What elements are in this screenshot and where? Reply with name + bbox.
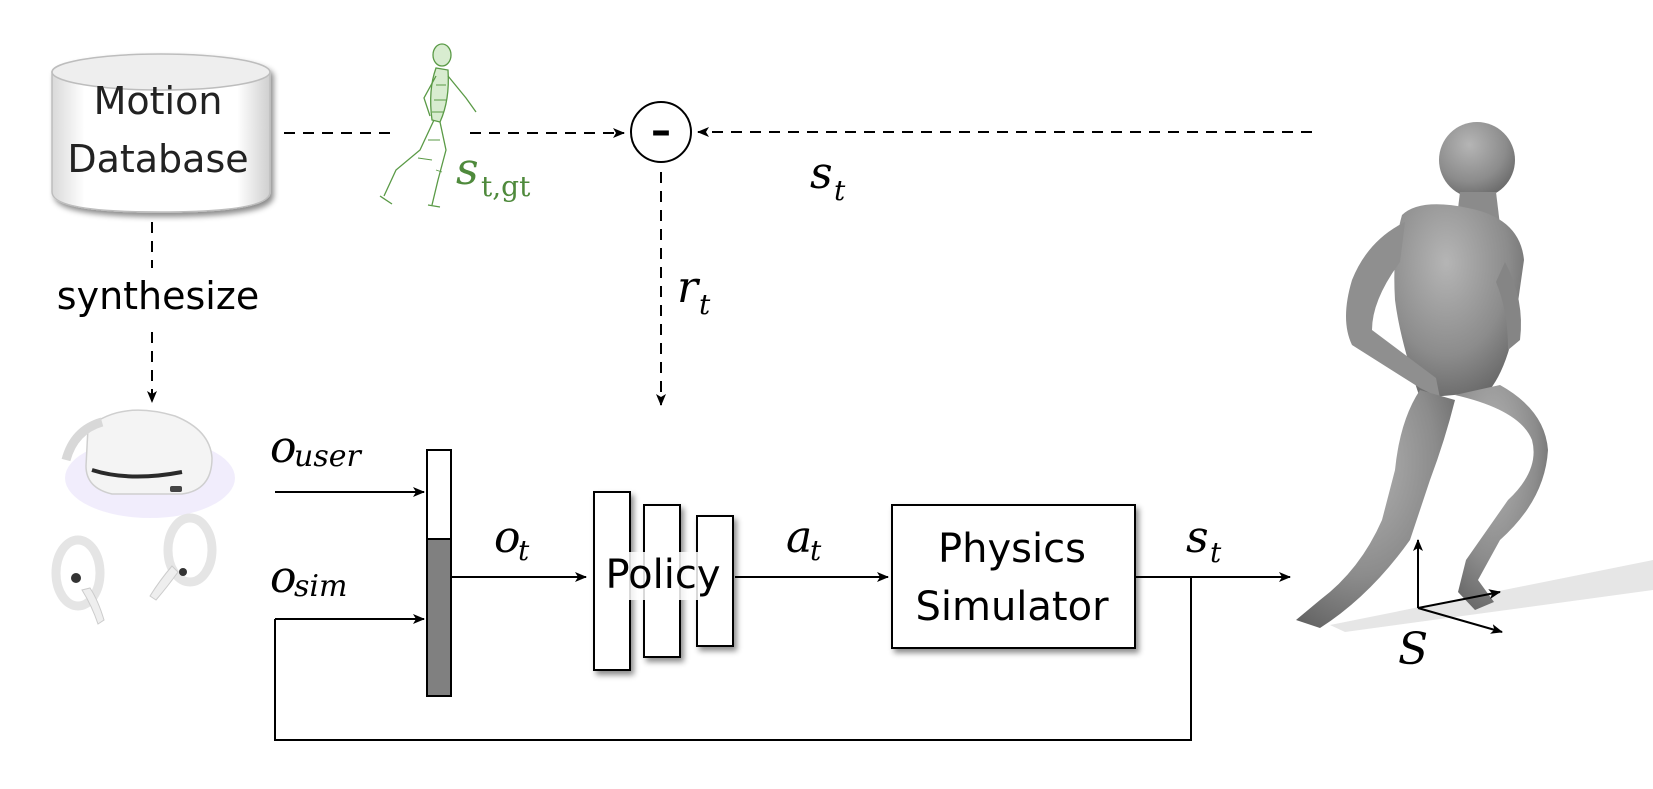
svg-text:user: user xyxy=(294,439,362,474)
simulated-humanoid-figure xyxy=(1296,122,1653,632)
svg-text:t: t xyxy=(699,288,711,321)
user-observation-label: o user xyxy=(270,422,362,474)
svg-text:t: t xyxy=(834,174,846,207)
database-label-line1: Motion xyxy=(94,79,223,123)
svg-text:r: r xyxy=(677,262,701,313)
state-feedback-label: s t xyxy=(810,148,846,207)
database-label-line2: Database xyxy=(67,137,248,181)
frame-label: S xyxy=(1398,624,1428,675)
svg-text:t: t xyxy=(1210,536,1222,569)
svg-text:t: t xyxy=(810,534,822,567)
svg-text:sim: sim xyxy=(294,569,347,604)
svg-text:s: s xyxy=(1186,512,1209,563)
vr-controllers-icon xyxy=(51,513,217,625)
svg-text:o: o xyxy=(494,512,521,563)
motion-database-icon xyxy=(51,53,271,213)
state-output-label: s t xyxy=(1186,512,1222,569)
difference-node xyxy=(630,101,692,163)
svg-text:a: a xyxy=(786,512,812,563)
gt-state-label: s t,gt xyxy=(456,144,531,203)
svg-text:s: s xyxy=(810,148,833,199)
simulator-label-line2: Simulator xyxy=(915,584,1109,630)
action-label: a t xyxy=(786,512,822,567)
policy-label: Policy xyxy=(605,552,720,598)
observation-label: o t xyxy=(494,512,530,567)
vr-headset-icon xyxy=(61,409,235,518)
simulation-feedback-loop xyxy=(274,577,1192,741)
observation-concat-user xyxy=(426,449,452,540)
svg-text:o: o xyxy=(270,422,297,473)
svg-text:t: t xyxy=(518,534,530,567)
svg-text:t,gt: t,gt xyxy=(481,170,531,203)
synthesize-label: synthesize xyxy=(57,274,259,318)
sim-observation-label: o sim xyxy=(270,552,347,604)
observation-concat-sim xyxy=(426,538,452,697)
coordinate-frame-icon xyxy=(1413,539,1503,634)
simulator-label-line1: Physics xyxy=(938,526,1086,572)
minus-symbol: – xyxy=(651,108,671,154)
gt-wireframe-figure-icon xyxy=(379,43,477,208)
reward-label: r t xyxy=(677,262,711,321)
svg-text:s: s xyxy=(456,144,479,195)
physics-simulator-box xyxy=(891,504,1136,649)
svg-text:o: o xyxy=(270,552,297,603)
